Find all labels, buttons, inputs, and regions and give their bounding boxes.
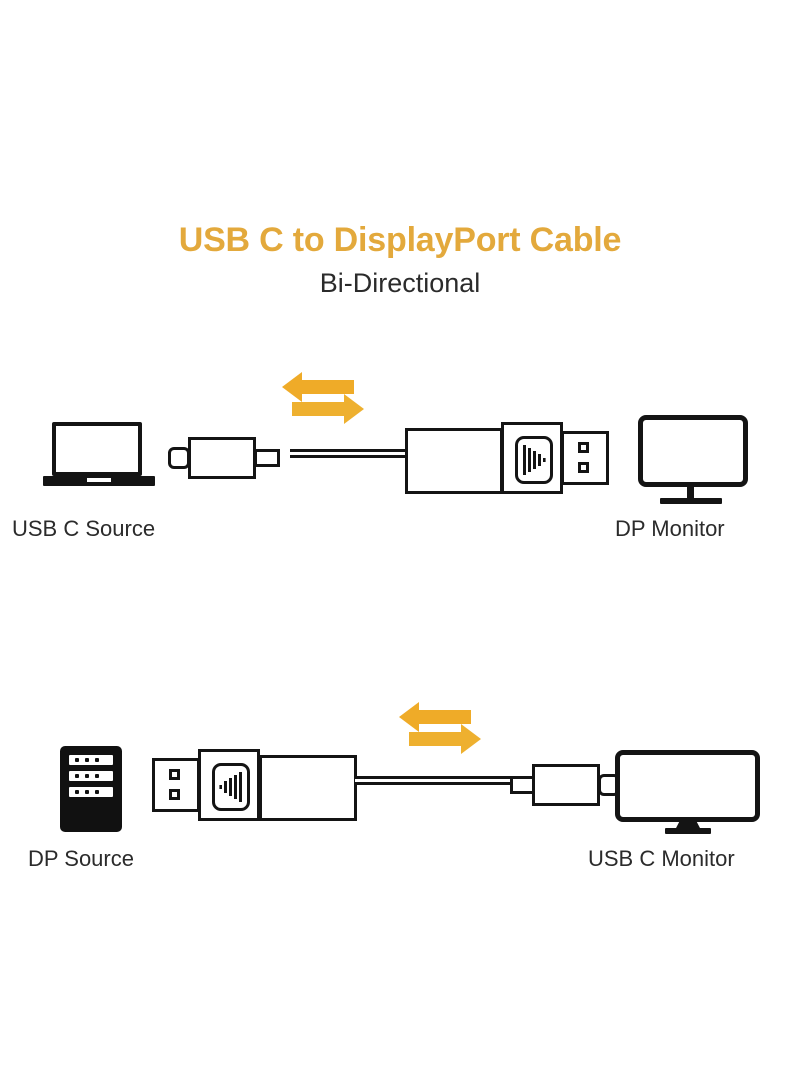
server-bay-dots <box>75 774 99 778</box>
usb-c-body <box>188 437 256 479</box>
server-bay-dots <box>75 790 99 794</box>
dp-badge-housing <box>198 749 260 821</box>
bidirectional-arrows-icon <box>397 698 483 756</box>
dp-connector-body <box>259 755 357 821</box>
dp-plug-tip <box>561 431 609 485</box>
server-dot <box>75 774 79 778</box>
arrows-svg <box>282 372 364 424</box>
diagram-row-dp-to-usbc: DP Source USB C Monitor <box>0 690 800 890</box>
monitor-icon <box>615 750 770 840</box>
page-title: USB C to DisplayPort Cable <box>178 221 622 259</box>
diagram-row-usbc-to-dp: USB C Source DP Monitor <box>0 360 800 560</box>
monitor-screen <box>638 415 748 487</box>
server-dot <box>75 790 79 794</box>
dp-connector-body <box>405 428 503 494</box>
server-dot <box>85 758 89 762</box>
displayport-connector <box>405 422 610 497</box>
displayport-logo-badge <box>515 436 553 484</box>
cable-wire <box>355 776 513 785</box>
dp-plug-tip <box>152 758 200 812</box>
label-dp-monitor: DP Monitor <box>615 516 725 541</box>
monitor-icon <box>630 415 770 507</box>
server-bay <box>69 771 113 781</box>
bidirectional-arrows-icon <box>280 368 366 426</box>
label-dp-source: DP Source <box>28 846 134 871</box>
server-dot <box>95 790 99 794</box>
dp-pin-upper <box>578 442 589 453</box>
laptop-icon <box>43 422 155 494</box>
usb-c-strain-relief <box>254 449 280 467</box>
monitor-screen <box>615 750 760 822</box>
server-dot <box>95 774 99 778</box>
dp-pin-lower <box>578 462 589 473</box>
dp-pin-upper <box>169 769 180 780</box>
monitor-foot <box>665 828 711 834</box>
server-dot <box>95 758 99 762</box>
server-bay <box>69 787 113 797</box>
label-usb-c-monitor: USB C Monitor <box>588 846 735 871</box>
server-dot <box>85 774 89 778</box>
displayport-connector <box>152 749 357 824</box>
displayport-logo-icon <box>523 445 546 475</box>
server-tower-icon <box>60 746 122 832</box>
cable-wire <box>290 449 408 458</box>
label-usb-c-source: USB C Source <box>12 516 156 541</box>
laptop-trackpad <box>87 478 111 482</box>
usb-c-tip <box>168 447 190 469</box>
page-subtitle: Bi-Directional <box>319 268 481 299</box>
server-dot <box>75 758 79 762</box>
usb-c-connector <box>168 437 292 479</box>
laptop-screen <box>52 422 142 476</box>
dp-badge-housing <box>501 422 563 494</box>
usb-c-body <box>532 764 600 806</box>
monitor-neck <box>687 487 694 499</box>
displayport-logo-badge <box>212 763 250 811</box>
arrows-svg <box>399 702 481 754</box>
server-bay <box>69 755 113 765</box>
server-dot <box>85 790 89 794</box>
monitor-stand <box>675 819 701 830</box>
server-bay-dots <box>75 758 99 762</box>
displayport-logo-icon <box>219 772 242 802</box>
title-block: USB C to DisplayPort Cable Bi-Directiona… <box>0 221 800 299</box>
monitor-foot <box>660 498 722 504</box>
dp-pin-lower <box>169 789 180 800</box>
